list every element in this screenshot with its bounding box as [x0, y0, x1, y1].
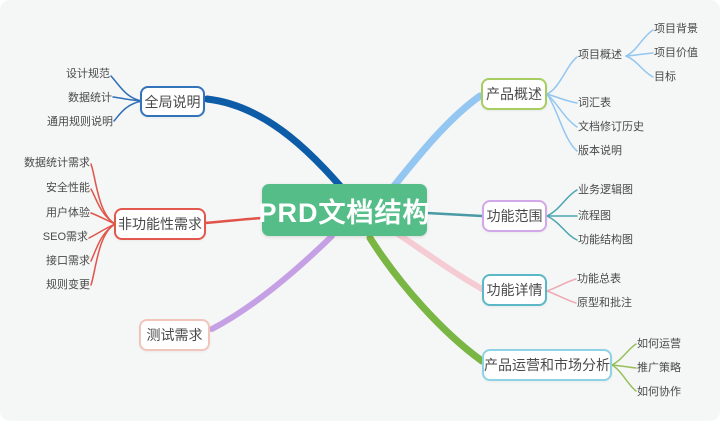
node-overview[interactable]: 产品概述: [481, 78, 547, 110]
child-line: [546, 290, 577, 304]
child-line: [546, 278, 577, 292]
child-line: [90, 188, 116, 225]
node-global[interactable]: 全局说明: [140, 86, 205, 117]
leaf-general-rules[interactable]: 通用规则说明: [47, 116, 113, 128]
branch-line-overview: [382, 92, 484, 200]
branch-line-test: [209, 233, 335, 332]
child-line: [611, 364, 637, 392]
leaf-security[interactable]: 安全性能: [46, 182, 90, 194]
leaf-rule-change[interactable]: 规则变更: [46, 279, 90, 291]
leaf-glossary[interactable]: 词汇表: [578, 97, 611, 109]
leaf-flowchart[interactable]: 流程图: [578, 210, 611, 222]
branch-line-nonfunctional: [203, 216, 264, 225]
child-line: [112, 96, 143, 102]
leaf-seo[interactable]: SEO需求: [42, 231, 88, 243]
child-line: [546, 93, 578, 152]
child-line: [625, 55, 654, 78]
child-line: [611, 343, 637, 366]
leaf-design-spec[interactable]: 设计规范: [66, 68, 110, 80]
child-line: [546, 215, 578, 241]
node-details[interactable]: 功能详情: [482, 274, 547, 306]
child-line: [625, 52, 654, 57]
leaf-structure-chart[interactable]: 功能结构图: [578, 234, 633, 246]
leaf-project-overview[interactable]: 项目概述: [578, 49, 622, 61]
branch-line-operation: [366, 234, 486, 365]
child-line: [611, 364, 637, 369]
child-line: [90, 212, 116, 225]
leaf-feature-table[interactable]: 功能总表: [577, 273, 621, 285]
root-node[interactable]: PRD文档结构: [259, 184, 430, 236]
leaf-goal[interactable]: 目标: [654, 71, 676, 83]
node-scope[interactable]: 功能范围: [482, 200, 547, 232]
child-line: [90, 223, 116, 286]
leaf-data-stats[interactable]: 数据统计: [68, 92, 112, 104]
leaf-project-value[interactable]: 项目价值: [654, 47, 698, 59]
leaf-project-background[interactable]: 项目背景: [654, 23, 698, 35]
leaf-prototype-notes[interactable]: 原型和批注: [577, 297, 632, 309]
node-operation[interactable]: 产品运营和市场分析: [482, 349, 612, 381]
child-line: [546, 93, 578, 104]
leaf-promotion-strategy[interactable]: 推广策略: [637, 362, 681, 374]
child-line: [546, 189, 578, 217]
node-nonfunctional[interactable]: 非功能性需求: [114, 208, 206, 240]
child-line: [625, 29, 654, 57]
leaf-revision-history[interactable]: 文档修订历史: [578, 121, 644, 133]
leaf-how-to-collaborate[interactable]: 如何协作: [637, 386, 681, 398]
node-test[interactable]: 测试需求: [139, 319, 210, 351]
child-line: [113, 100, 143, 122]
leaf-api-req[interactable]: 接口需求: [46, 255, 90, 267]
child-line: [546, 56, 578, 95]
child-line: [546, 93, 578, 128]
leaf-version-notes[interactable]: 版本说明: [578, 145, 622, 157]
branch-line-scope: [425, 211, 484, 218]
branch-line-details: [395, 231, 485, 292]
leaf-business-logic[interactable]: 业务逻辑图: [578, 184, 633, 196]
leaf-ux[interactable]: 用户体验: [46, 207, 90, 219]
leaf-how-to-operate[interactable]: 如何运营: [637, 338, 681, 350]
leaf-data-stats-req[interactable]: 数据统计需求: [24, 157, 90, 169]
